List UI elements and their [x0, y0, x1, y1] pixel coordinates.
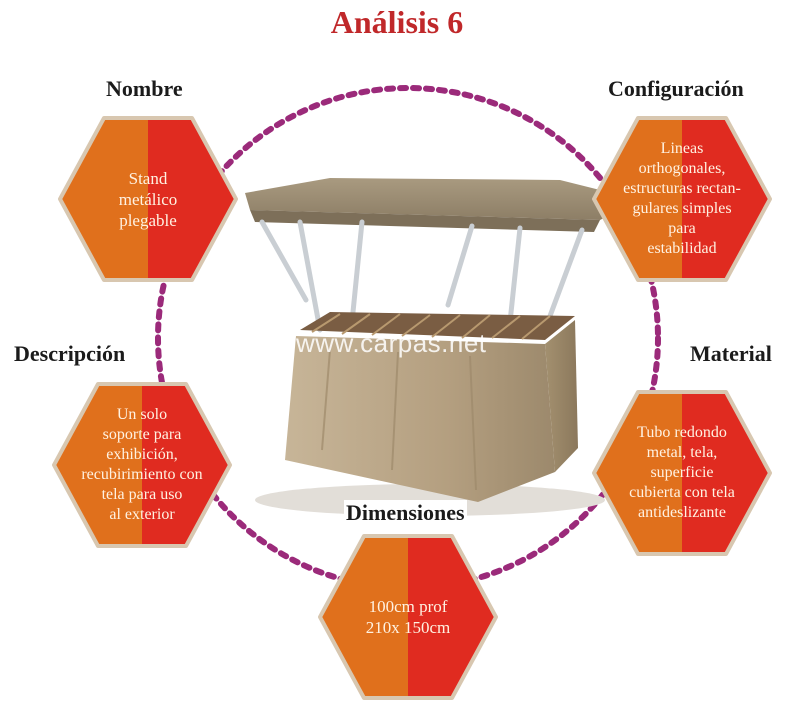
hex-text-nombre: Stand metálico plegable [118, 168, 178, 230]
hex-material: Tubo redondo metal, tela, superficie cub… [592, 388, 772, 558]
hexagon-shape [592, 390, 772, 556]
label-descripcion: Descripción [12, 341, 128, 367]
hex-text-dimensiones: 100cm prof 210x 150cm [365, 597, 451, 637]
hex-configuracion: Lineas orthogonales, estructuras rectan-… [592, 114, 772, 284]
watermark-text: www.carpas.net [296, 328, 487, 358]
hex-text-descripcion: Un solo soporte para exhibición, recubir… [81, 406, 203, 523]
page-title: Análisis 6 [330, 4, 464, 40]
hexagon-shape [58, 116, 238, 282]
hex-descripcion: Un solo soporte para exhibición, recubir… [52, 380, 232, 550]
label-material: Material [688, 341, 774, 367]
hexagon-shape [592, 116, 772, 282]
hexagon-shape [318, 534, 498, 700]
hex-nombre: Stand metálico plegable [58, 114, 238, 284]
label-nombre: Nombre [104, 76, 185, 102]
label-dimensiones: Dimensiones [344, 500, 467, 526]
hex-text-configuracion: Lineas orthogonales, estructuras rectan-… [623, 140, 741, 257]
hexagon-shape [52, 382, 232, 548]
hex-text-material: Tubo redondo metal, tela, superficie cub… [629, 424, 735, 521]
label-configuracion: Configuración [606, 76, 746, 102]
hex-dimensiones: 100cm prof 210x 150cm [318, 532, 498, 702]
